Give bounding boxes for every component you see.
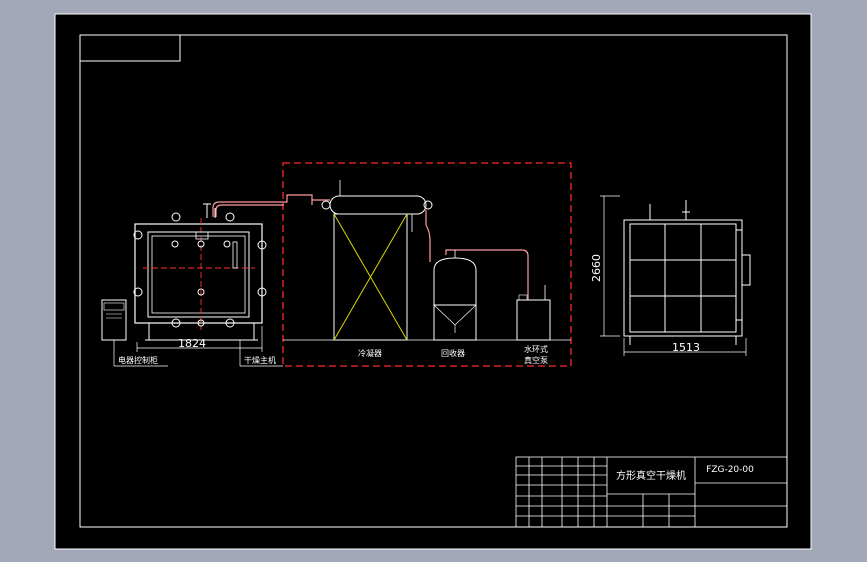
condenser-system-boundary — [282, 162, 572, 367]
dimension-2660: 2660 — [590, 254, 603, 282]
dimension-1824: 1824 — [178, 337, 206, 350]
dimension-1513: 1513 — [672, 341, 700, 354]
title-block — [515, 456, 788, 528]
dryer-side-view — [623, 200, 751, 345]
process-piping — [212, 194, 529, 300]
label-leaders — [113, 340, 283, 367]
condenser-label: 冷凝器 — [358, 348, 382, 358]
dimension-lines-right — [600, 195, 747, 356]
recovery-tank-label: 回收器 — [441, 348, 465, 358]
recovery-tank — [433, 250, 477, 341]
dryer-front-view — [133, 203, 267, 341]
vacuum-pump — [516, 285, 551, 341]
drawing-number: FZG-20-00 — [706, 465, 754, 475]
drawing-title: 方形真空干燥机 — [616, 469, 686, 482]
vacuum-pump-label-line1: 水环式 — [524, 344, 548, 354]
dimension-line-1824 — [136, 326, 263, 352]
drawing-frame — [79, 34, 788, 528]
sheet-border — [54, 13, 812, 550]
dryer-main-label: 干燥主机 — [244, 355, 276, 365]
control-cabinet-label: 电器控制柜 — [118, 355, 158, 365]
vacuum-pump-label-line2: 真空泵 — [524, 355, 548, 365]
corner-stamp-box — [79, 34, 181, 62]
condenser — [321, 180, 433, 341]
